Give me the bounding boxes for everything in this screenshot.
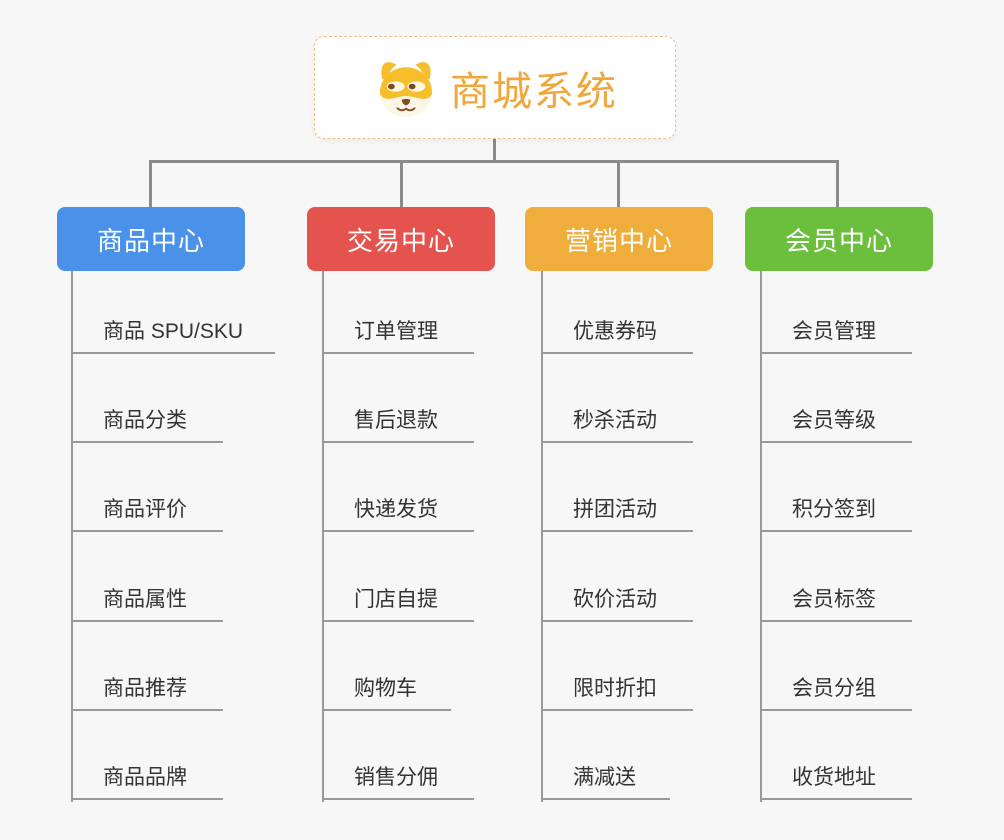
leaf-node-spend-save[interactable]: 满减送 — [541, 756, 670, 800]
leaf-node-flash-sale[interactable]: 秒杀活动 — [541, 399, 693, 443]
leaf-node-aftersale-refund[interactable]: 售后退款 — [322, 399, 474, 443]
leaf-label: 会员等级 — [792, 409, 876, 432]
leaf-node-product-category[interactable]: 商品分类 — [71, 399, 223, 443]
dog-face-icon — [380, 62, 432, 118]
leaf-node-coupon-code[interactable]: 优惠券码 — [541, 310, 693, 354]
leaf-label: 商品 SPU/SKU — [103, 320, 244, 343]
branch-label: 商品中心 — [96, 225, 205, 256]
leaf-node-member-level[interactable]: 会员等级 — [760, 399, 912, 443]
leaf-label: 售后退款 — [354, 409, 438, 432]
trunk-line-member — [760, 271, 762, 802]
trunk-line-marketing — [541, 271, 543, 802]
leaf-label: 销售分佣 — [354, 766, 438, 789]
leaf-node-member-tags[interactable]: 会员标签 — [760, 578, 912, 622]
leaf-label: 拼团活动 — [573, 498, 657, 521]
leaf-node-member-management[interactable]: 会员管理 — [760, 310, 912, 354]
leaf-label: 订单管理 — [354, 320, 438, 343]
branch-label: 营销中心 — [564, 225, 673, 256]
leaf-label: 商品属性 — [103, 588, 187, 611]
leaf-node-sales-commission[interactable]: 销售分佣 — [322, 756, 474, 800]
branch-label: 交易中心 — [346, 225, 455, 256]
leaf-node-group-buy[interactable]: 拼团活动 — [541, 488, 693, 532]
trunk-line-trade — [322, 271, 324, 802]
branch-node-product[interactable]: 商品中心 — [57, 207, 245, 271]
trunk-line-product — [71, 271, 73, 802]
leaf-label: 满减送 — [573, 766, 636, 789]
leaf-label: 秒杀活动 — [573, 409, 657, 432]
branch-node-marketing[interactable]: 营销中心 — [525, 207, 713, 271]
leaf-label: 积分签到 — [792, 498, 876, 521]
leaf-label: 会员分组 — [792, 677, 876, 700]
connector-drop-member — [836, 160, 839, 209]
root-node[interactable]: 商城系统 — [314, 36, 676, 139]
leaf-label: 会员管理 — [792, 320, 876, 343]
leaf-node-member-groups[interactable]: 会员分组 — [760, 667, 912, 711]
leaf-node-shopping-cart[interactable]: 购物车 — [322, 667, 451, 711]
connector-horizontal — [149, 160, 839, 163]
leaf-node-express-shipping[interactable]: 快递发货 — [322, 488, 474, 532]
leaf-node-bargain-activity[interactable]: 砍价活动 — [541, 578, 693, 622]
leaf-label: 会员标签 — [792, 588, 876, 611]
leaf-node-store-pickup[interactable]: 门店自提 — [322, 578, 474, 622]
leaf-node-shipping-address[interactable]: 收货地址 — [760, 756, 912, 800]
leaf-label: 优惠券码 — [573, 320, 657, 343]
leaf-label: 快递发货 — [354, 498, 438, 521]
leaf-label: 砍价活动 — [573, 588, 657, 611]
leaf-node-product-attribute[interactable]: 商品属性 — [71, 578, 223, 622]
leaf-label: 商品品牌 — [103, 766, 187, 789]
leaf-label: 门店自提 — [354, 588, 438, 611]
leaf-node-product-recommend[interactable]: 商品推荐 — [71, 667, 223, 711]
leaf-label: 购物车 — [354, 677, 417, 700]
leaf-label: 限时折扣 — [573, 677, 657, 700]
leaf-node-product-brand[interactable]: 商品品牌 — [71, 756, 223, 800]
leaf-node-product-spu-sku[interactable]: 商品 SPU/SKU — [71, 310, 275, 354]
leaf-label: 商品分类 — [103, 409, 187, 432]
branch-node-member[interactable]: 会员中心 — [745, 207, 933, 271]
leaf-node-points-checkin[interactable]: 积分签到 — [760, 488, 912, 532]
branch-node-trade[interactable]: 交易中心 — [307, 207, 495, 271]
root-title: 商城系统 — [450, 69, 618, 114]
leaf-label: 收货地址 — [792, 766, 876, 789]
leaf-label: 商品推荐 — [103, 677, 187, 700]
connector-drop-product — [149, 160, 152, 209]
branch-label: 会员中心 — [784, 225, 893, 256]
connector-drop-marketing — [617, 160, 620, 209]
leaf-label: 商品评价 — [103, 498, 187, 521]
connector-root-stem — [493, 139, 496, 162]
leaf-node-order-management[interactable]: 订单管理 — [322, 310, 474, 354]
leaf-node-limited-time-discount[interactable]: 限时折扣 — [541, 667, 693, 711]
leaf-node-product-review[interactable]: 商品评价 — [71, 488, 223, 532]
connector-drop-trade — [400, 160, 403, 209]
